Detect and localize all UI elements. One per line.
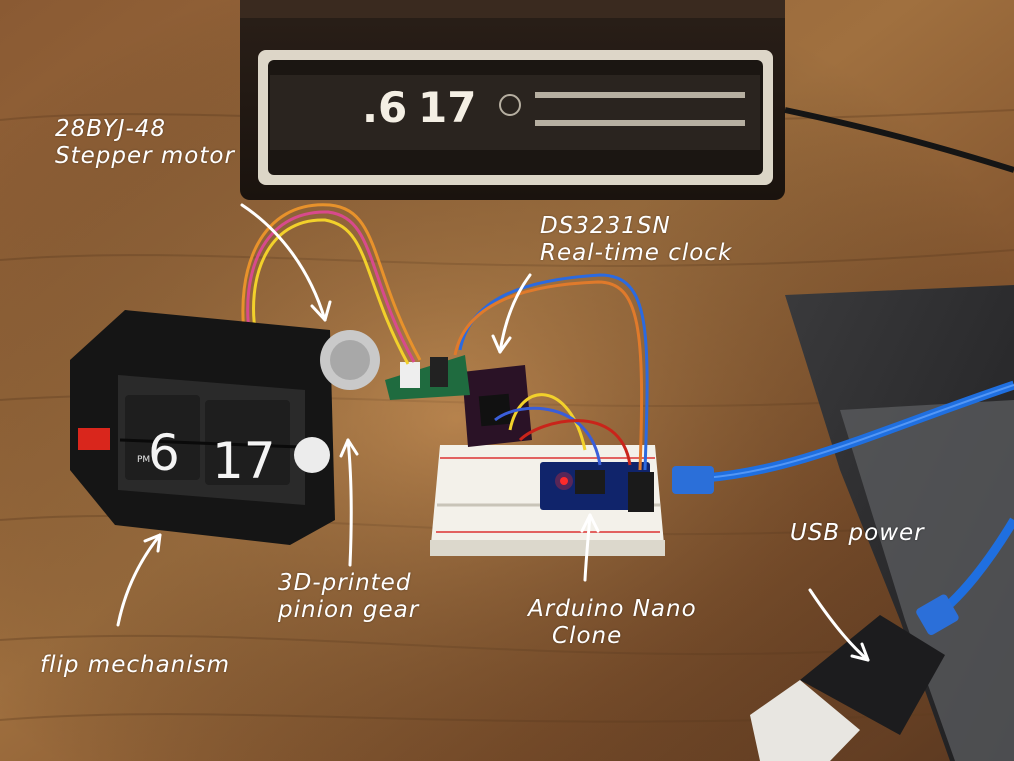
arrow-pinion	[346, 438, 353, 567]
annotation-pinion-line1: 3D-printed	[278, 570, 412, 596]
annotation-pinion-line2: pinion gear	[278, 597, 420, 623]
jumper-wires	[241, 203, 649, 471]
arrow-flip	[116, 533, 162, 627]
annotation-stepper-model: 28BYJ-48	[55, 116, 167, 142]
annotation-nano-line2: Clone	[552, 623, 623, 649]
annotation-pinion-gear: 3D-printed pinion gear	[278, 570, 419, 624]
annotation-usb-line1: USB power	[790, 520, 925, 546]
radio-clock: .6 17	[240, 0, 785, 200]
annotation-stepper-desc: Stepper motor	[55, 143, 235, 169]
radio-dial-markings	[499, 92, 745, 126]
annotation-arduino-nano: Arduino Nano Clone	[528, 596, 697, 650]
annotation-arrows	[116, 203, 870, 662]
annotation-rtc: DS3231SN Real-time clock	[540, 213, 732, 267]
arrow-stepper	[240, 203, 327, 322]
radio-hour-digit: .6	[362, 83, 407, 132]
annotation-rtc-model: DS3231SN	[540, 213, 671, 239]
annotation-flip-mechanism: flip mechanism	[40, 652, 230, 679]
arrow-rtc	[498, 273, 532, 354]
flip-clock-mechanism	[70, 310, 380, 545]
rtc-module	[462, 365, 532, 447]
flip-hour-digit: 6	[148, 424, 180, 482]
arrow-nano	[583, 513, 592, 582]
annotation-flip-line1: flip mechanism	[40, 652, 231, 678]
arrow-usb	[808, 588, 870, 662]
stepper-driver-board	[385, 355, 470, 400]
usb-power-adapter	[750, 594, 959, 761]
power-cord	[784, 107, 1014, 173]
flip-minute-digit: 17	[212, 432, 276, 490]
annotation-usb-power: USB power	[790, 520, 925, 547]
annotation-stepper-motor: 28BYJ-48 Stepper motor	[55, 116, 235, 170]
flip-pm-label: PM	[137, 455, 150, 465]
annotation-nano-line1: Arduino Nano	[528, 596, 697, 622]
radio-minute-digit: 17	[418, 83, 476, 132]
arduino-nano-board	[540, 462, 654, 512]
annotation-rtc-desc: Real-time clock	[540, 240, 733, 266]
usb-plug	[672, 466, 714, 494]
